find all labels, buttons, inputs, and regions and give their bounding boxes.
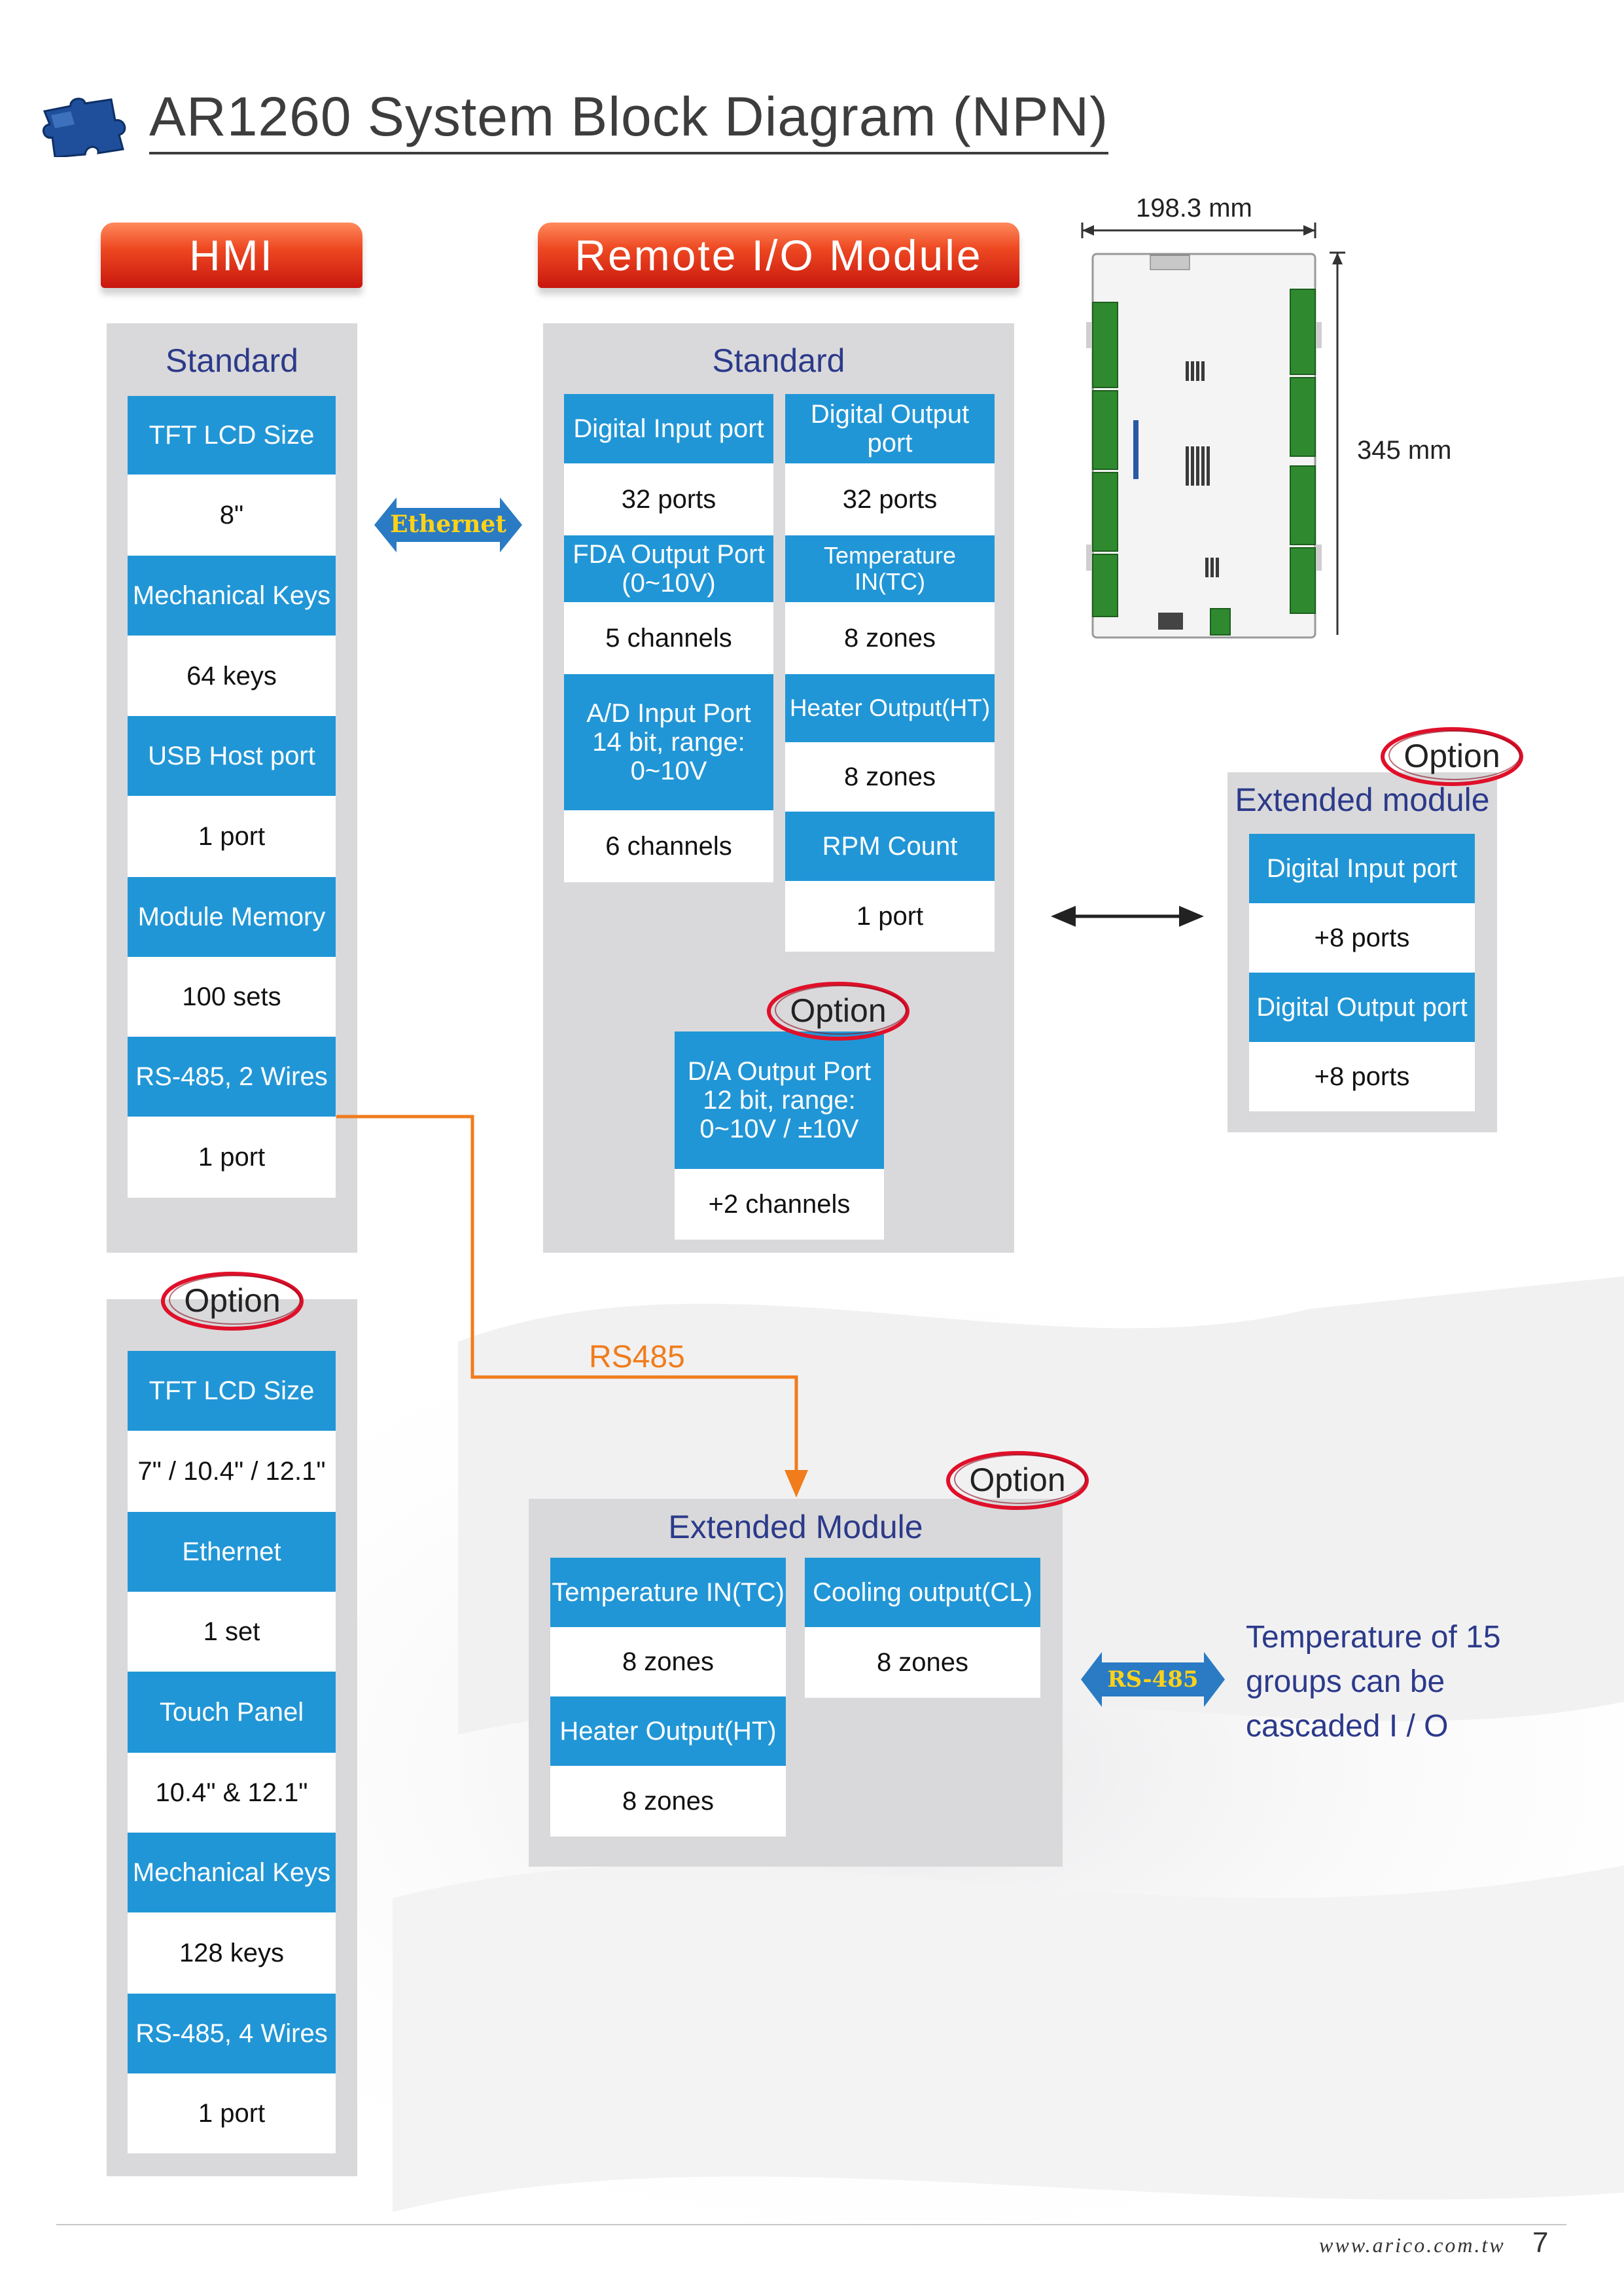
remote-ad-input-label: A/D Input Port 14 bit, range: 0~10V — [564, 674, 773, 810]
hmi-std-memory-value: 100 sets — [128, 957, 336, 1037]
hmi-std-keys-label: Mechanical Keys — [128, 556, 336, 636]
remote-temperature-in-label: Temperature IN(TC) — [785, 535, 995, 602]
hmi-std-tft-value: 8" — [128, 475, 336, 556]
ext-bottom-cooling-output-label: Cooling output(CL) — [805, 1558, 1040, 1627]
hmi-opt-ethernet-label: Ethernet — [128, 1512, 336, 1592]
page-title: AR1260 System Block Diagram (NPN) — [149, 84, 1109, 154]
board-height-label: 345 mm — [1357, 436, 1452, 465]
ext-right-digital-output-value: +8 ports — [1249, 1042, 1475, 1111]
board-dimension-lines — [1081, 223, 1345, 635]
footer-rule — [56, 2224, 1566, 2225]
hmi-opt-tft-value: 7" / 10.4" / 12.1" — [128, 1431, 336, 1512]
remote-digital-input-value: 32 ports — [564, 463, 773, 535]
ethernet-label: Ethernet — [390, 511, 506, 538]
option-ring-icon — [946, 1451, 1089, 1510]
cascade-note-line-3: cascaded I / O — [1246, 1709, 1449, 1744]
double-arrow-icon — [374, 497, 522, 552]
remote-standard-heading: Standard — [712, 342, 845, 379]
ext-bottom-heater-output-value: 8 zones — [550, 1766, 786, 1837]
hmi-opt-touch-value: 10.4" & 12.1" — [128, 1753, 336, 1833]
board-width-label: 198.3 mm — [1136, 194, 1252, 223]
ext-bottom-heater-output-label: Heater Output(HT) — [550, 1696, 786, 1766]
ext-bottom-cooling-output-value: 8 zones — [805, 1627, 1040, 1698]
hmi-std-usb-label: USB Host port — [128, 716, 336, 796]
hmi-opt-tft-label: TFT LCD Size — [128, 1351, 336, 1431]
hmi-opt-rs485-value: 1 port — [128, 2073, 336, 2153]
rs485-connector: RS-485 — [1081, 1652, 1225, 1707]
hmi-std-usb-value: 1 port — [128, 796, 336, 877]
option-badge-ext-right-label: Option — [1403, 738, 1500, 774]
remote-ad-input-value: 6 channels — [564, 810, 773, 882]
hmi-std-rs485-label: RS-485, 2 Wires — [128, 1037, 336, 1117]
option-badge-da-label: Option — [790, 992, 887, 1029]
option-badge-hmi-label: Option — [184, 1282, 281, 1319]
hmi-opt-keys-value: 128 keys — [128, 1912, 336, 1994]
option-badge-ext-bottom-label: Option — [969, 1462, 1066, 1498]
option-ring-icon — [767, 982, 909, 1041]
remote-io-banner: Remote I/O Module — [538, 223, 1019, 288]
ar1260-board-image — [1086, 253, 1322, 639]
option-ring-icon — [1381, 727, 1523, 786]
ext-bottom-temperature-in-value: 8 zones — [550, 1627, 786, 1696]
cascade-note-line-1: Temperature of 15 — [1246, 1620, 1501, 1655]
page-number: 7 — [1532, 2227, 1549, 2259]
rs485-arrow-label: RS-485 — [1107, 1666, 1199, 1693]
hmi-opt-touch-label: Touch Panel — [128, 1672, 336, 1753]
remote-fda-output-label: FDA Output Port (0~10V) — [564, 535, 773, 602]
remote-rpm-count-label: RPM Count — [785, 812, 995, 881]
extended-module-right-heading: Extended module — [1235, 781, 1490, 818]
hmi-standard-heading: Standard — [166, 342, 298, 379]
extended-module-bottom-heading: Extended Module — [668, 1509, 923, 1545]
ext-right-digital-input-label: Digital Input port — [1249, 834, 1475, 903]
remote-digital-output-label: Digital Output port — [785, 394, 995, 463]
remote-fda-output-value: 5 channels — [564, 602, 773, 674]
da-output-label: D/A Output Port 12 bit, range: 0~10V / ±… — [675, 1031, 884, 1169]
ext-bottom-temperature-in-label: Temperature IN(TC) — [550, 1558, 786, 1627]
remote-rpm-count-value: 1 port — [785, 881, 995, 952]
remote-heater-output-label: Heater Output(HT) — [785, 674, 995, 742]
rs485-line-label: RS485 — [589, 1340, 685, 1374]
cascade-note-line-2: groups can be — [1246, 1664, 1445, 1699]
remote-digital-input-label: Digital Input port — [564, 394, 773, 463]
remote-heater-output-value: 8 zones — [785, 742, 995, 812]
hmi-opt-rs485-label: RS-485, 4 Wires — [128, 1994, 336, 2073]
remote-temperature-in-value: 8 zones — [785, 602, 995, 674]
puzzle-logo-icon — [38, 92, 136, 158]
da-output-value: +2 channels — [675, 1169, 884, 1240]
double-arrow-icon — [1081, 1652, 1225, 1707]
footer-url: www.arico.com.tw — [1319, 2233, 1506, 2257]
ethernet-connector: Ethernet — [374, 497, 522, 552]
remote-digital-output-value: 32 ports — [785, 463, 995, 535]
hmi-std-tft-label: TFT LCD Size — [128, 396, 336, 475]
hmi-std-memory-label: Module Memory — [128, 877, 336, 957]
hmi-opt-ethernet-value: 1 set — [128, 1592, 336, 1672]
option-ring-icon — [161, 1272, 304, 1331]
hmi-std-keys-value: 64 keys — [128, 636, 336, 716]
hmi-std-rs485-value: 1 port — [128, 1117, 336, 1198]
hmi-banner: HMI — [101, 223, 362, 288]
hmi-opt-keys-label: Mechanical Keys — [128, 1833, 336, 1912]
ext-right-digital-input-value: +8 ports — [1249, 903, 1475, 973]
ext-right-digital-output-label: Digital Output port — [1249, 973, 1475, 1042]
